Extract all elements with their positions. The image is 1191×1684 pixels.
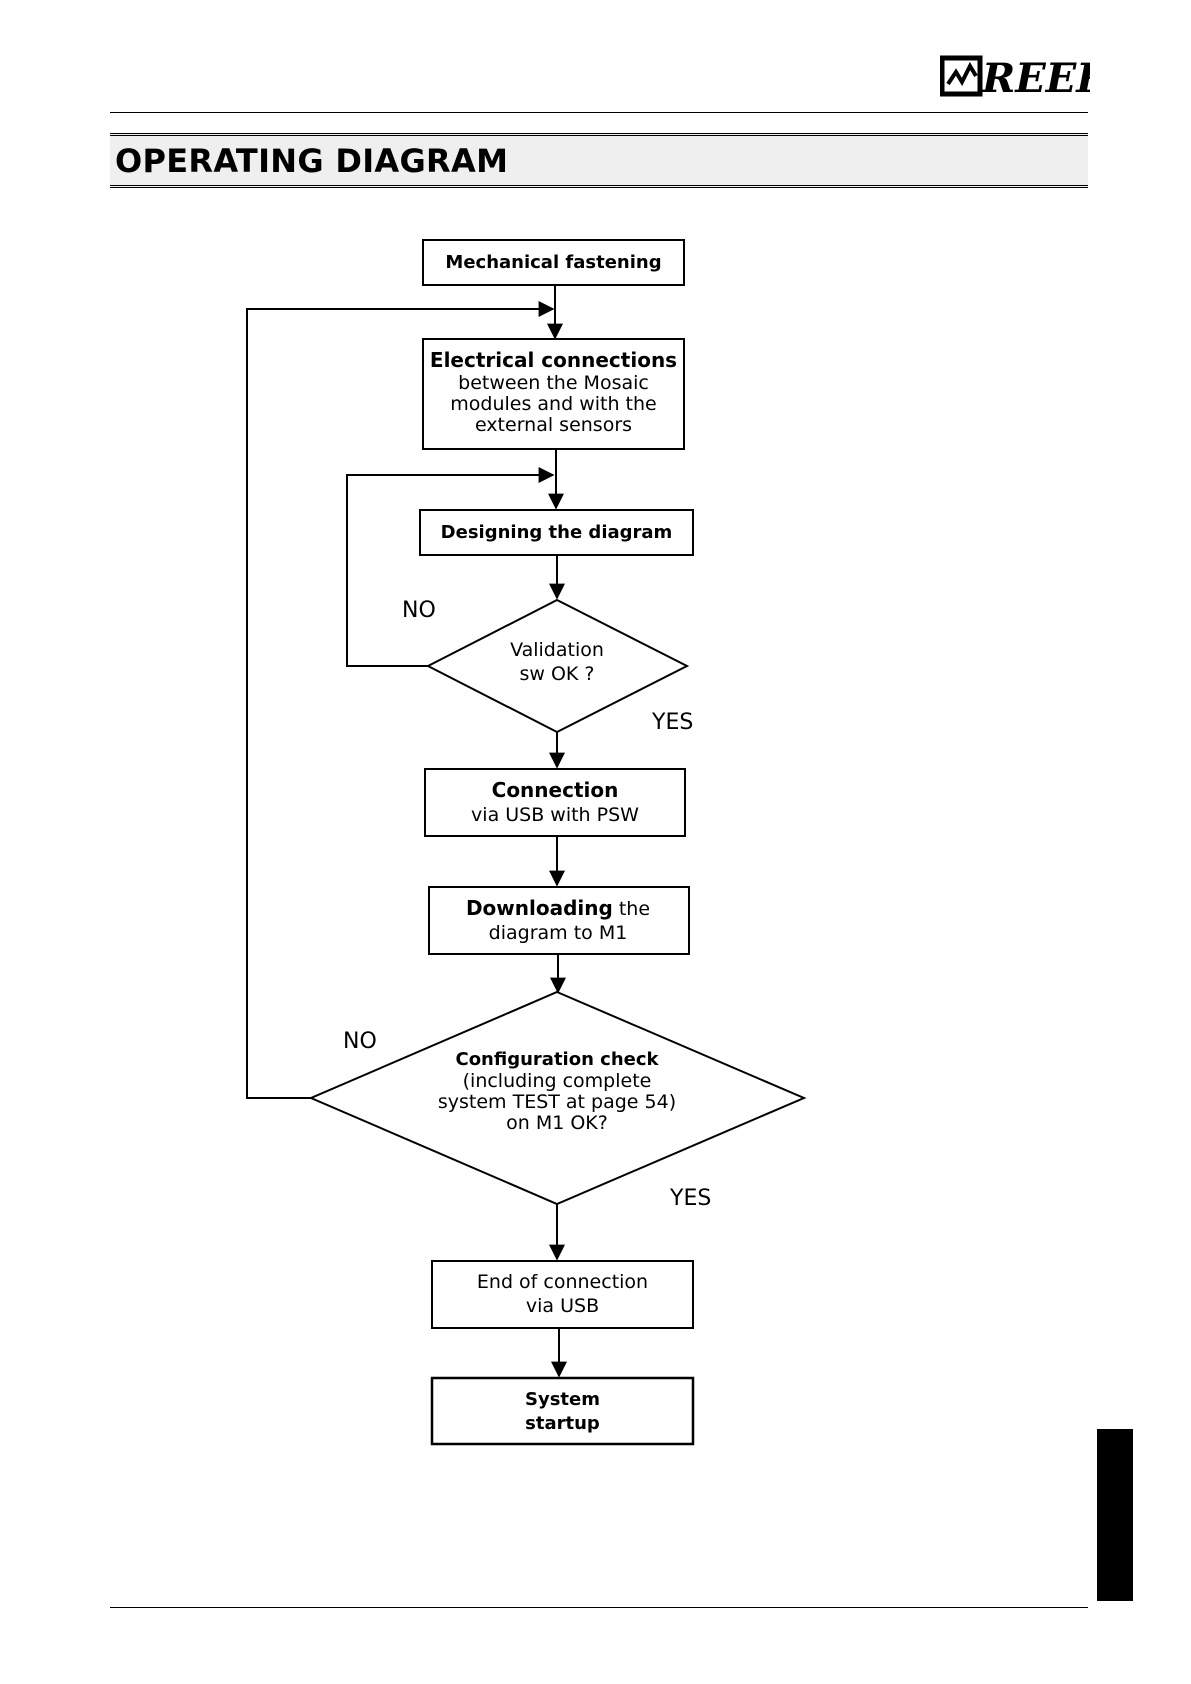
footer-rule: [110, 1607, 1088, 1608]
node-electrical-line-3: external sensors: [475, 414, 632, 436]
title-band: OPERATING DIAGRAM: [110, 133, 1088, 188]
node-mechanical-title: Mechanical fastening: [445, 252, 661, 273]
node-electrical-title: Electrical connections: [430, 348, 677, 372]
node-config-title: Configuration check: [455, 1049, 659, 1070]
node-config-line-1: (including complete: [463, 1070, 652, 1092]
node-config-check-decision: Configuration check (including complete …: [308, 990, 807, 1206]
logo-text: REER: [981, 55, 1090, 102]
node-end-line-2: via USB: [526, 1295, 599, 1317]
page-title: OPERATING DIAGRAM: [115, 142, 509, 180]
node-validation-line-1: Validation: [510, 639, 604, 661]
node-downloading-diagram: Downloading the diagram to M1: [428, 886, 690, 955]
node-startup-line-2: startup: [525, 1413, 600, 1434]
node-system-startup: System startup: [430, 1376, 695, 1446]
node-end-connection: End of connection via USB: [431, 1260, 694, 1329]
label-validation-no: NO: [402, 598, 436, 623]
loop-config-no: [246, 301, 555, 1099]
node-downloading-title: Downloading: [466, 896, 613, 920]
node-connection-line-1: via USB with PSW: [471, 804, 639, 826]
node-startup-line-1: System: [525, 1389, 600, 1410]
svg-text:Downloading the: Downloading the: [466, 896, 650, 920]
node-config-line-3: on M1 OK?: [506, 1112, 608, 1134]
node-designing-title: Designing the diagram: [441, 522, 673, 543]
node-connection-title: Connection: [492, 778, 619, 802]
node-designing-diagram: Designing the diagram: [419, 509, 694, 556]
label-config-no: NO: [343, 1029, 377, 1054]
node-electrical-connections: Electrical connections between the Mosai…: [422, 338, 685, 450]
node-electrical-line-2: modules and with the: [450, 393, 656, 415]
label-validation-yes: YES: [651, 710, 693, 735]
loop-validation-no: [346, 467, 555, 667]
node-downloading-line-1: diagram to M1: [489, 922, 628, 944]
node-downloading-title-suffix: the: [613, 898, 650, 920]
label-config-yes: YES: [669, 1186, 711, 1211]
node-validation-decision: Validation sw OK ?: [425, 598, 690, 734]
header-rule: [110, 112, 1088, 113]
node-electrical-line-1: between the Mosaic: [458, 372, 649, 394]
node-config-line-2: system TEST at page 54): [438, 1091, 676, 1113]
section-tab-marker: [1097, 1429, 1133, 1601]
node-connection-usb: Connection via USB with PSW: [424, 768, 686, 837]
reer-logo: REER: [940, 55, 1090, 102]
node-end-line-1: End of connection: [477, 1271, 648, 1293]
node-mechanical-fastening: Mechanical fastening: [422, 239, 685, 286]
node-validation-line-2: sw OK ?: [519, 663, 594, 685]
